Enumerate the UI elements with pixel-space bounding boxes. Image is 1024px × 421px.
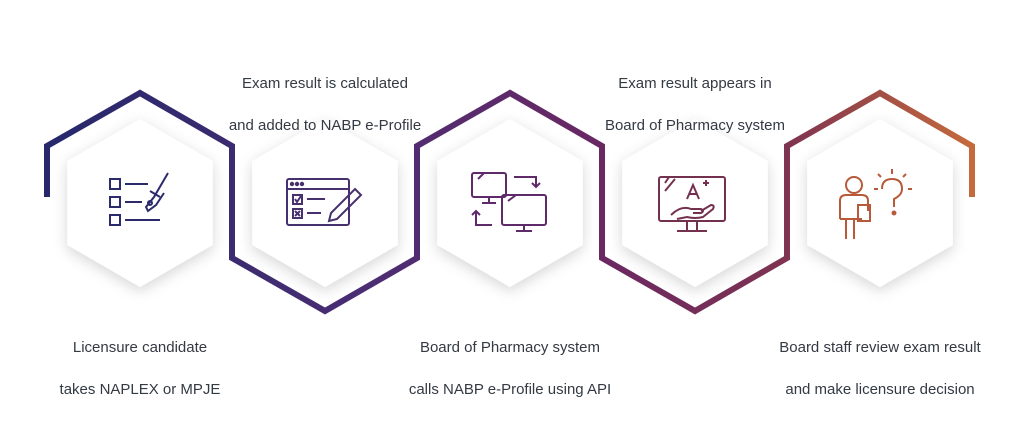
checklist-pen-icon: [109, 172, 169, 226]
step-5-caption: Board staff review exam result and make …: [779, 339, 981, 398]
staff-idea-icon: [839, 169, 912, 239]
step-1-caption: Licensure candidate takes NAPLEX or MPJE: [59, 339, 221, 398]
step-5-hexagon: [807, 119, 953, 287]
step-2-caption: Exam result is calculated and added to N…: [228, 75, 422, 134]
diagram-graphics: [44, 89, 975, 315]
form-pencil-icon: [286, 178, 363, 226]
step-3-caption: Board of Pharmacy system calls NABP e-Pr…: [408, 339, 612, 398]
step-2-hexagon: [252, 119, 398, 287]
step-4-hexagon: [622, 119, 768, 287]
connector-path: [44, 89, 975, 315]
step-4-caption: Exam result appears in Board of Pharmacy…: [604, 75, 786, 134]
sync-monitors-icon: [471, 172, 547, 232]
step-3-hexagon: [437, 119, 583, 287]
process-diagram: Licensure candidate takes NAPLEX or MPJE…: [44, 75, 981, 398]
grade-monitor-icon: [658, 176, 726, 232]
